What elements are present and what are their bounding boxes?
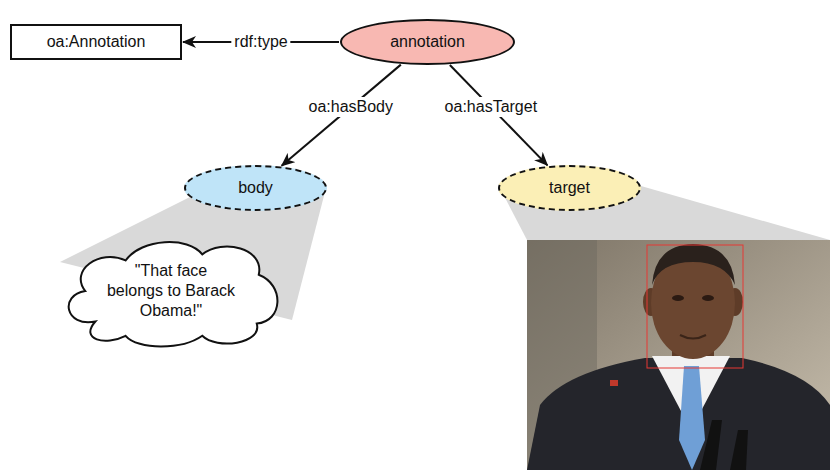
- edge-label: rdf:type: [231, 32, 290, 52]
- node-label: body: [238, 178, 273, 198]
- target-ellipse: target: [498, 165, 641, 211]
- node-label: oa:Annotation: [47, 32, 146, 52]
- text-group: target: [549, 178, 590, 198]
- text-group: oa:Annotation: [47, 32, 146, 52]
- photo: [527, 240, 830, 470]
- class-box: oa:Annotation: [10, 24, 182, 60]
- edge-label: oa:hasTarget: [442, 97, 541, 117]
- speech-cloud: "That face belongs to Barack Obama!": [55, 234, 287, 348]
- text-group: "That face belongs to Barack Obama!": [106, 261, 236, 321]
- edge-label: oa:hasBody: [306, 97, 397, 117]
- arrow-connector: [282, 65, 401, 166]
- node-label: annotation: [390, 32, 465, 52]
- node-label: target: [549, 178, 590, 198]
- node-label: "That face belongs to Barack Obama!": [106, 261, 236, 321]
- body-ellipse: body: [184, 165, 327, 211]
- text-group: annotation: [390, 32, 465, 52]
- text-group: body: [238, 178, 273, 198]
- resource-ellipse: annotation: [340, 19, 515, 65]
